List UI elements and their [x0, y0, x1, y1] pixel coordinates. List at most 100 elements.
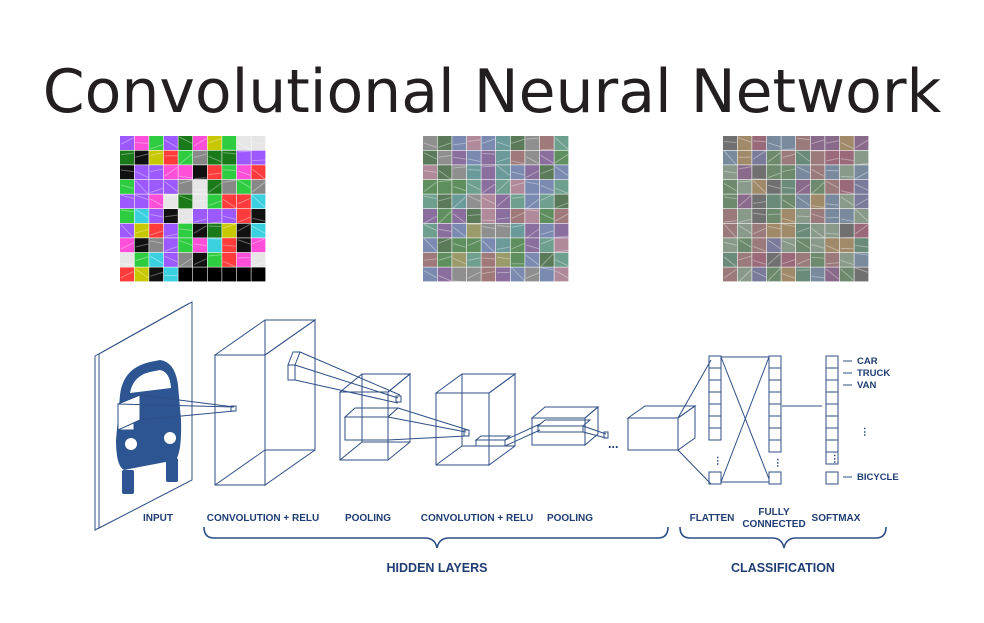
feature-texture	[453, 156, 466, 160]
feature-texture	[120, 224, 134, 239]
feature-cell	[752, 179, 767, 194]
feature-texture	[467, 214, 481, 217]
feature-texture	[193, 218, 207, 223]
feature-cell	[236, 150, 251, 165]
feature-cell	[222, 252, 237, 267]
feature-texture	[120, 262, 134, 266]
class-label-bicycle: BICYCLE	[857, 472, 899, 483]
feature-texture	[752, 180, 767, 194]
feature-texture	[738, 218, 752, 223]
class-vdots: ⋮	[860, 427, 870, 438]
feature-texture	[252, 261, 266, 267]
feature-cell	[737, 194, 752, 209]
feature-texture	[753, 227, 766, 235]
feature-texture	[855, 244, 869, 248]
feature-texture	[511, 138, 525, 144]
feature-cell	[825, 194, 840, 209]
feature-texture	[782, 273, 796, 279]
neuron-node	[825, 451, 839, 465]
feature-cell	[236, 179, 251, 194]
feature-texture	[767, 142, 781, 148]
feature-texture	[438, 179, 452, 183]
label-pool2: POOLING	[547, 513, 593, 524]
feature-cell	[120, 267, 134, 282]
feature-cell	[781, 136, 796, 150]
feature-cell	[149, 165, 164, 180]
neuron-node	[825, 403, 839, 417]
label-conv2: CONVOLUTION + RELU	[421, 513, 534, 524]
feature-texture	[782, 153, 796, 158]
feature-cell	[796, 194, 810, 209]
feature-cell	[525, 194, 540, 209]
feature-texture	[796, 183, 810, 194]
feature-cell	[796, 252, 810, 267]
feature-cell	[193, 150, 207, 165]
feature-texture	[811, 139, 825, 145]
neuron-node	[825, 391, 839, 405]
feature-cell	[120, 165, 134, 180]
feature-cell	[539, 209, 554, 223]
feature-cell	[207, 179, 222, 194]
feature-texture	[208, 254, 222, 257]
feature-cell	[452, 179, 467, 194]
feature-cell	[222, 209, 237, 223]
feature-texture	[496, 141, 510, 147]
feature-texture	[540, 148, 554, 151]
feature-texture	[840, 175, 854, 178]
feature-texture	[452, 196, 467, 209]
feature-cell	[134, 252, 149, 267]
feature-cell	[766, 238, 781, 253]
feature-texture	[525, 254, 540, 266]
feature-map-1	[120, 136, 266, 282]
feature-texture	[252, 168, 266, 180]
label-flatten: FLATTEN	[690, 513, 735, 524]
feature-texture	[482, 257, 496, 260]
feature-texture	[208, 138, 222, 144]
feature-texture	[796, 227, 810, 233]
feature-cell	[554, 179, 569, 194]
feature-texture	[738, 195, 752, 207]
feature-texture	[252, 181, 266, 193]
feature-cell	[193, 165, 207, 180]
neuron-node	[825, 367, 839, 381]
feature-texture	[540, 193, 554, 201]
feature-cell	[810, 238, 825, 253]
page-title: Convolutional Neural Network	[43, 57, 942, 127]
feature-texture	[511, 243, 525, 250]
feature-cell	[766, 136, 781, 150]
neuron-node	[768, 427, 782, 441]
feature-texture	[782, 148, 796, 151]
feature-texture	[150, 187, 163, 194]
feature-texture	[796, 196, 810, 206]
feature-cell	[723, 179, 737, 194]
feature-texture	[150, 168, 163, 173]
feature-texture	[782, 217, 796, 223]
neuron-node	[768, 471, 782, 485]
feature-texture	[149, 255, 164, 264]
classification-brace	[679, 526, 887, 549]
feature-texture	[526, 209, 539, 212]
feature-cell	[766, 150, 781, 165]
feature-texture	[511, 171, 525, 176]
feature-cell	[251, 194, 266, 209]
neuron-node	[768, 355, 782, 369]
feature-texture	[767, 172, 781, 179]
feature-cell	[466, 252, 481, 267]
feature-cell	[554, 165, 569, 180]
feature-texture	[811, 256, 825, 259]
feature-texture	[135, 141, 149, 144]
feature-cell	[796, 267, 810, 282]
input-image	[94, 301, 237, 531]
feature-cell	[120, 150, 134, 165]
feature-cell	[149, 209, 164, 223]
feature-cell	[236, 165, 251, 180]
feature-texture	[453, 243, 466, 248]
feature-texture	[738, 180, 752, 183]
feature-texture	[223, 244, 236, 247]
feature-cell	[423, 267, 437, 282]
feature-texture	[723, 196, 737, 200]
feature-cell	[781, 267, 796, 282]
feature-cell	[222, 267, 237, 282]
feature-cell	[207, 194, 222, 209]
feature-texture	[482, 165, 496, 168]
